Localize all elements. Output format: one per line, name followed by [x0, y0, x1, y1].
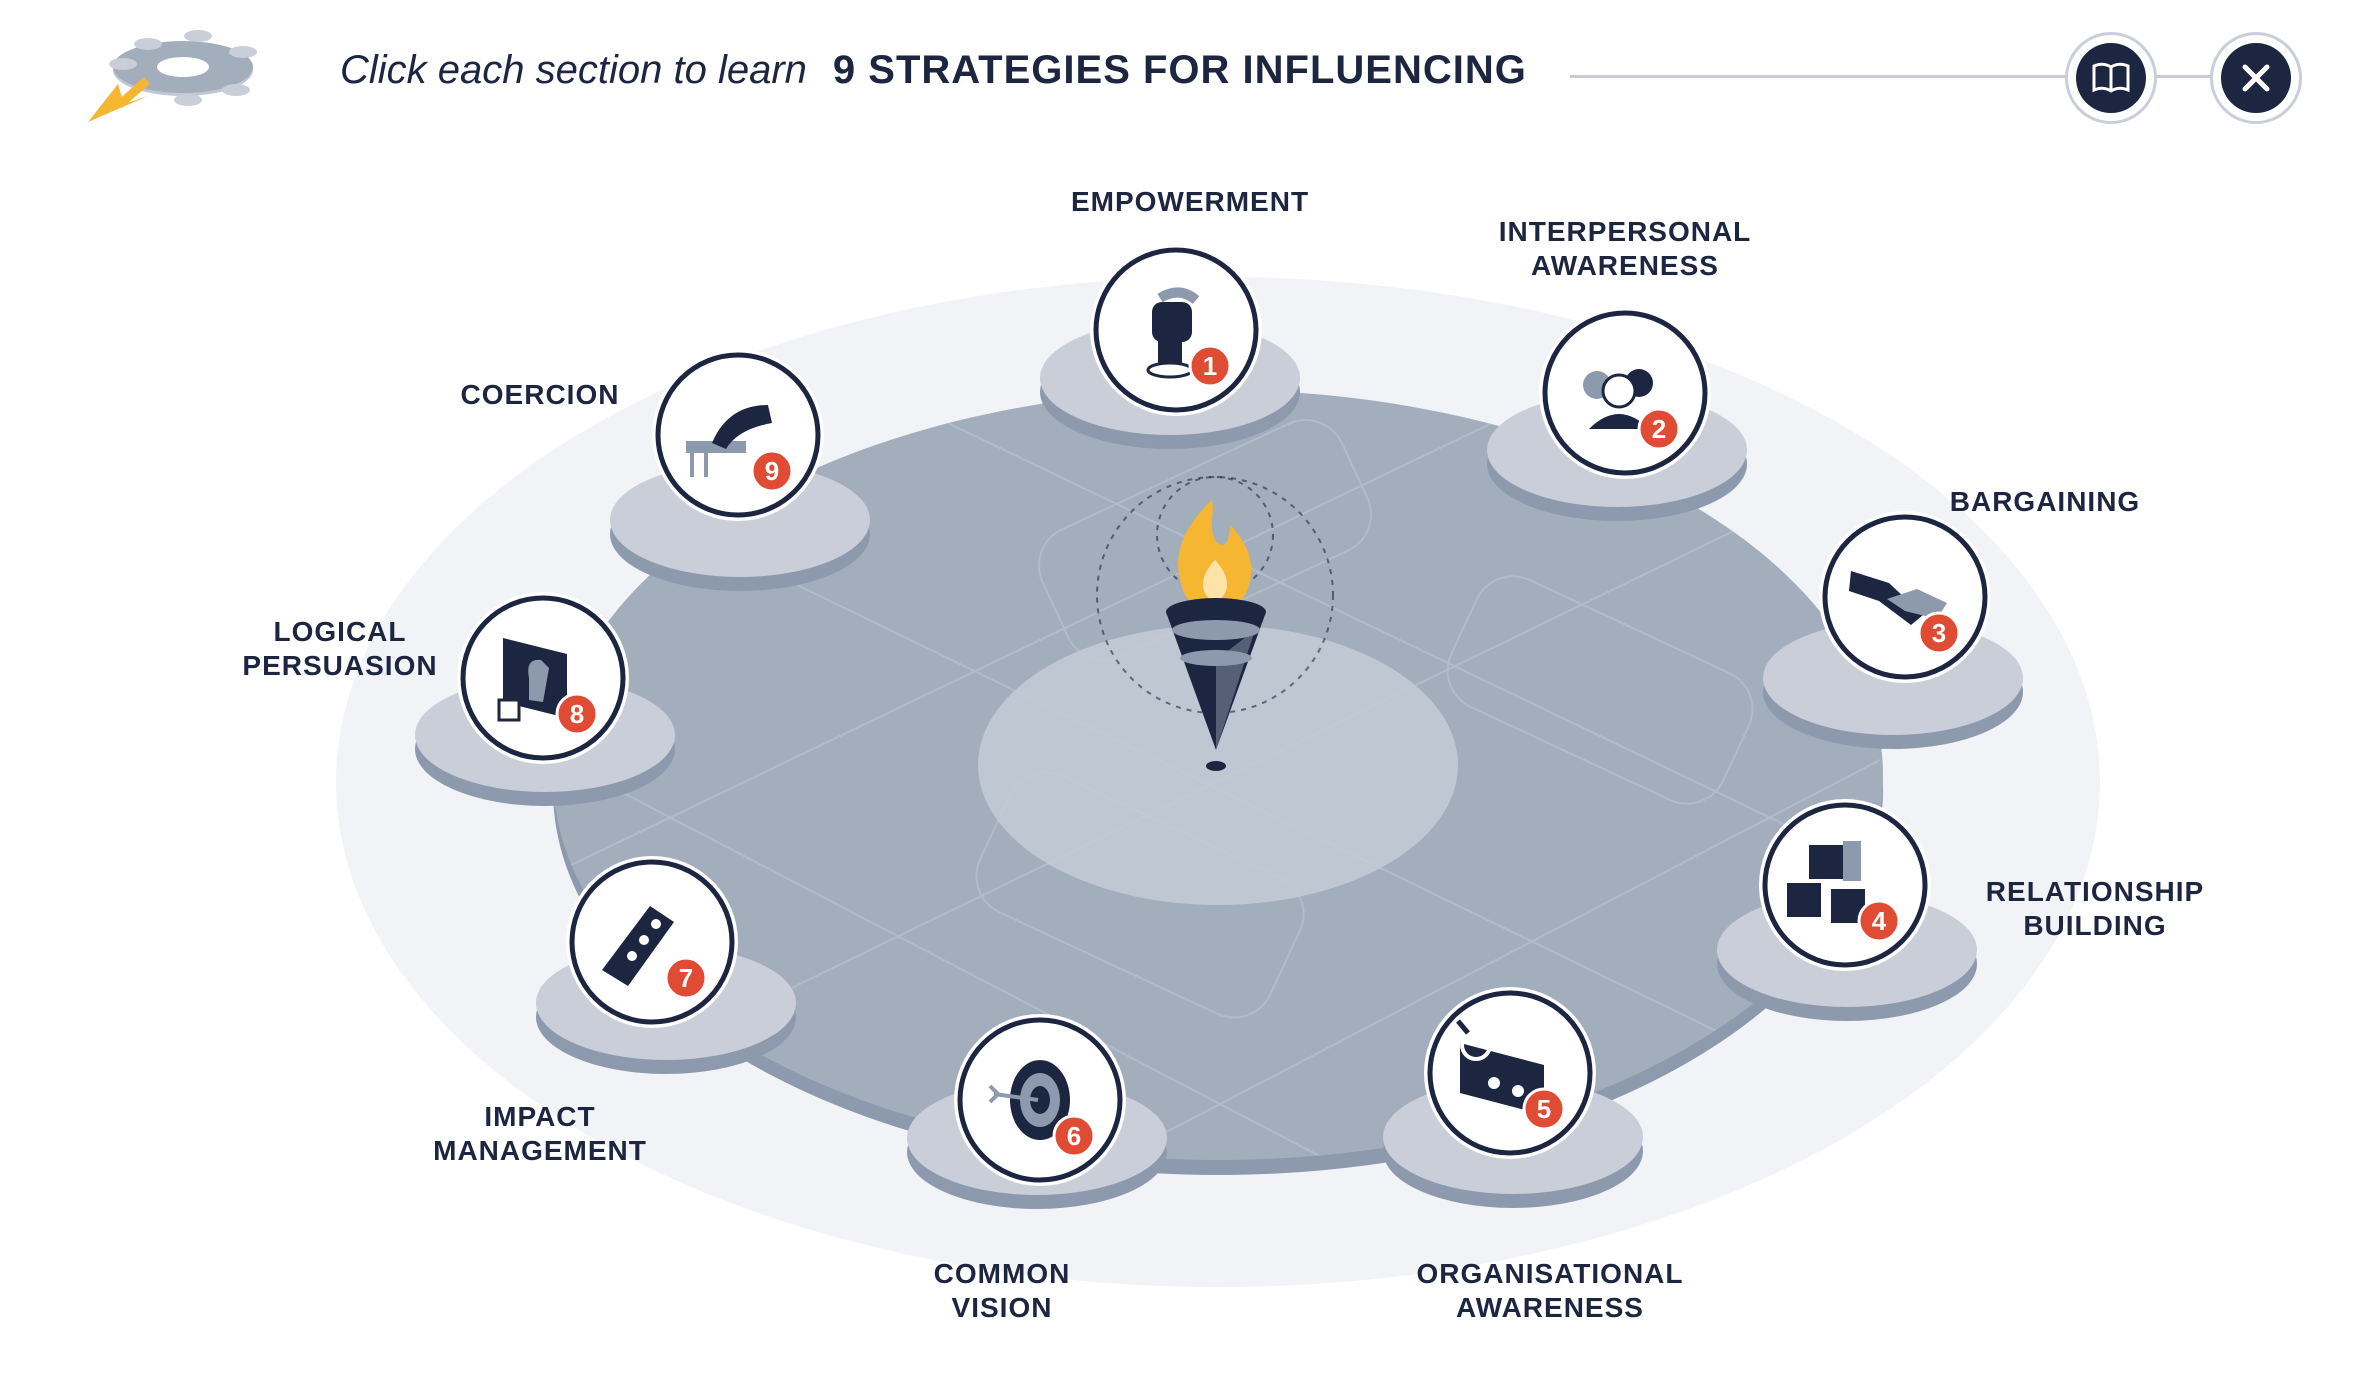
number-badge — [1052, 1114, 1096, 1158]
badge-number: 4 — [1872, 906, 1887, 936]
people-icon — [1583, 369, 1653, 429]
close-icon — [2242, 64, 2270, 92]
strategy-label-4[interactable]: RELATIONSHIP BUILDING — [1985, 876, 2205, 941]
badge-number: 5 — [1537, 1094, 1551, 1124]
strategy-pod-2[interactable]: 2 — [1487, 307, 1747, 521]
badge-number: 2 — [1652, 414, 1666, 444]
torch-icon — [1096, 476, 1334, 771]
strategy-label-1[interactable]: EMPOWERMENT — [1070, 186, 1310, 217]
number-badge — [1188, 344, 1232, 388]
chess-icon — [497, 638, 567, 722]
page-title: 9 STRATEGIES FOR INFLUENCING — [832, 48, 1527, 92]
header-divider — [1570, 75, 2220, 78]
strategy-pod-5[interactable]: 5 — [1383, 987, 1643, 1208]
fist-icon — [1146, 287, 1200, 379]
target-icon — [988, 1060, 1070, 1140]
strategy-label-5[interactable]: ORGANISATIONAL AWARENESS — [1416, 1258, 1684, 1323]
strategy-label-2[interactable]: INTERPERSONAL AWARENESS — [1498, 216, 1752, 281]
badge-number: 6 — [1067, 1121, 1081, 1151]
strategy-pod-1[interactable]: 1 — [1040, 244, 1300, 449]
strategy-label-7[interactable]: IMPACT MANAGEMENT — [433, 1101, 647, 1166]
number-badge — [1637, 407, 1681, 451]
badge-number: 7 — [679, 963, 693, 993]
badge-number: 8 — [570, 699, 584, 729]
strategy-pod-7[interactable]: 7 — [536, 856, 796, 1074]
number-badge — [664, 956, 708, 1000]
building-blocks-icon — [1787, 841, 1865, 923]
strategy-label-3[interactable]: BARGAINING — [1949, 486, 2141, 517]
strategy-pod-4[interactable]: 4 — [1717, 799, 1977, 1021]
badge-number: 9 — [765, 456, 779, 486]
number-badge — [555, 692, 599, 736]
strategy-pod-6[interactable]: 6 — [907, 1014, 1167, 1209]
strategy-label-8[interactable]: LOGICAL PERSUASION — [242, 616, 438, 681]
strategy-pod-9[interactable]: 9 — [610, 349, 870, 591]
resources-button[interactable] — [2065, 32, 2157, 124]
badge-number: 1 — [1203, 351, 1217, 381]
handshake-icon — [1849, 571, 1947, 625]
number-badge — [1917, 611, 1961, 655]
strategy-label-9[interactable]: COERCION — [460, 379, 620, 410]
number-badge — [1522, 1087, 1566, 1131]
org-chart-icon — [1456, 1019, 1544, 1115]
domino-icon — [602, 906, 674, 986]
instruction-text: Click each section to learn — [340, 48, 807, 92]
strategy-label-6[interactable]: COMMON VISION — [933, 1258, 1071, 1323]
strategy-pod-3[interactable]: 3 — [1763, 511, 2023, 749]
number-badge — [750, 449, 794, 493]
badge-number: 3 — [1932, 618, 1946, 648]
pushing-hand-icon — [686, 405, 772, 477]
hub-click-icon — [88, 30, 257, 122]
number-badge — [1857, 899, 1901, 943]
strategy-pod-8[interactable]: 8 — [415, 592, 675, 806]
close-button[interactable] — [2210, 32, 2302, 124]
book-icon — [2092, 62, 2130, 93]
